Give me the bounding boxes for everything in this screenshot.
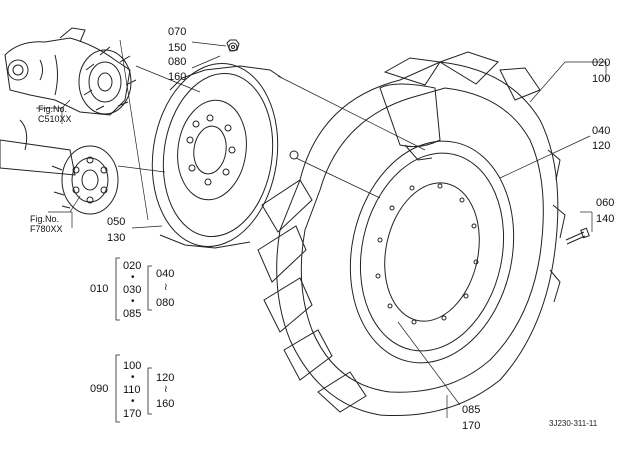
assembly-090-range-to: 160 <box>156 398 175 410</box>
callout-040: 040 <box>592 125 611 137</box>
assembly-010-dot-1: • <box>131 272 135 283</box>
callout-060: 060 <box>596 197 615 209</box>
callout-120: 120 <box>592 140 611 152</box>
callout-160: 160 <box>168 71 187 83</box>
assembly-010-range-from: 040 <box>156 268 175 280</box>
callout-080: 080 <box>168 56 187 68</box>
callout-140: 140 <box>596 213 615 225</box>
assembly-090-id: 090 <box>90 383 109 395</box>
assembly-090-dot-2: • <box>131 396 135 407</box>
front-axle-hub <box>4 27 137 116</box>
assembly-090-dot-1: • <box>131 372 135 383</box>
fig-ref-lower: Fig.No. F780XX <box>30 214 63 234</box>
assembly-brackets <box>115 257 152 423</box>
assembly-010-tilde: ≀ <box>164 282 168 293</box>
assembly-010-id: 010 <box>90 283 109 295</box>
rear-axle-hub <box>0 119 119 215</box>
fig-ref-upper: Fig.No. C510XX <box>38 104 72 124</box>
assembly-010-range-to: 080 <box>156 297 175 309</box>
fig-ref-lower-prefix: Fig.No. <box>30 214 60 224</box>
callout-150: 150 <box>168 42 187 54</box>
assembly-010-part-1: 020 <box>123 260 142 272</box>
wheel-disc <box>151 62 299 249</box>
assembly-010-part-3: 085 <box>123 308 142 320</box>
callout-050: 050 <box>107 216 126 228</box>
assembly-090-range-from: 120 <box>156 372 175 384</box>
assembly-010-dot-2: • <box>131 296 135 307</box>
callout-070: 070 <box>168 26 187 38</box>
callout-020: 020 <box>592 57 611 69</box>
assembly-090-part-1: 100 <box>123 360 142 372</box>
callout-130: 130 <box>107 232 126 244</box>
fig-ref-upper-prefix: Fig.No. <box>38 104 68 114</box>
fig-ref-upper-code: C510XX <box>38 114 72 124</box>
callout-100: 100 <box>592 73 611 85</box>
assembly-090-part-2: 110 <box>123 384 141 396</box>
tire-assembly <box>257 51 566 417</box>
assembly-090-part-3: 170 <box>123 408 142 420</box>
rim-bolt <box>565 227 590 245</box>
drawing-code: 3J230-311-11 <box>549 419 598 428</box>
callout-085: 085 <box>462 404 481 416</box>
fig-ref-lower-code: F780XX <box>30 224 63 234</box>
assembly-010-part-2: 030 <box>123 284 142 296</box>
wheel-nut <box>226 39 240 52</box>
callout-170: 170 <box>462 420 481 432</box>
assembly-090-tilde: ≀ <box>164 384 168 395</box>
